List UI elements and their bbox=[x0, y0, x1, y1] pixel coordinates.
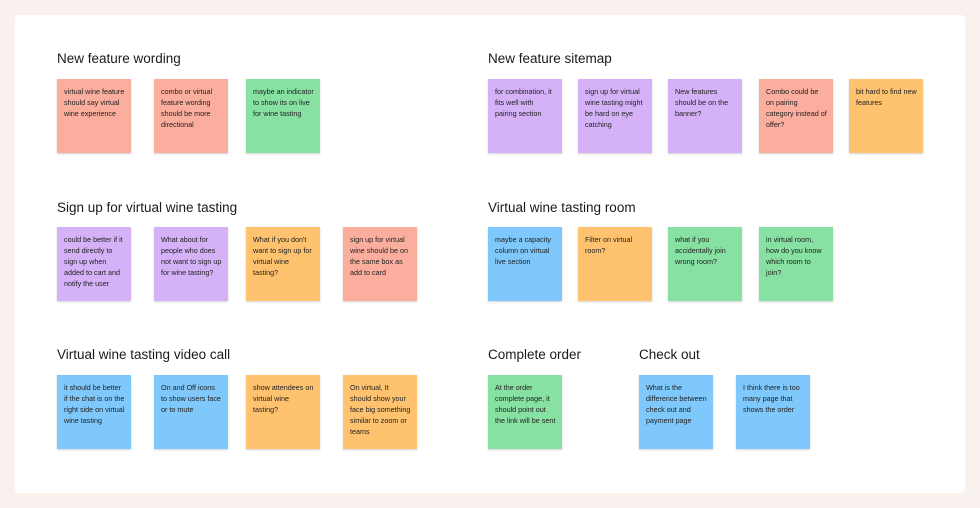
sticky-note[interactable]: show attendees on virtual wine tasting? bbox=[246, 375, 320, 449]
sticky-note[interactable]: sign up for virtual wine tasting might b… bbox=[578, 79, 652, 153]
group-title-new-feature-wording: New feature wording bbox=[57, 51, 181, 66]
sticky-note[interactable]: for combination, it fits well with pairi… bbox=[488, 79, 562, 153]
sticky-note[interactable]: New features should be on the banner? bbox=[668, 79, 742, 153]
sticky-note[interactable]: in virtual room, how do you know which r… bbox=[759, 227, 833, 301]
group-title-sign-up: Sign up for virtual wine tasting bbox=[57, 200, 238, 215]
sticky-note[interactable]: could be better if it send directly to s… bbox=[57, 227, 131, 301]
sticky-note[interactable]: Filter on virtual room? bbox=[578, 227, 652, 301]
sticky-note[interactable]: What if you don't want to sign up for vi… bbox=[246, 227, 320, 301]
sticky-note[interactable]: bit hard to find new features bbox=[849, 79, 923, 153]
group-title-check-out: Check out bbox=[639, 347, 700, 362]
group-title-video-call: Virtual wine tasting video call bbox=[57, 347, 231, 362]
group-title-tasting-room: Virtual wine tasting room bbox=[488, 200, 636, 215]
sticky-note[interactable]: it should be better if the chat is on th… bbox=[57, 375, 131, 449]
sticky-note[interactable]: Combo could be on pairing category inste… bbox=[759, 79, 833, 153]
sticky-note[interactable]: What is the difference between check out… bbox=[639, 375, 713, 449]
sticky-note[interactable]: combo or virtual feature wording should … bbox=[154, 79, 228, 153]
sticky-note[interactable]: On and Off icons to show users face or t… bbox=[154, 375, 228, 449]
whiteboard: New feature wording virtual wine feature… bbox=[15, 15, 965, 493]
group-title-new-feature-sitemap: New feature sitemap bbox=[488, 51, 612, 66]
sticky-note[interactable]: virtual wine feature should say virtual … bbox=[57, 79, 131, 153]
sticky-note[interactable]: I think there is too many page that show… bbox=[736, 375, 810, 449]
sticky-note[interactable]: What about for people who does not want … bbox=[154, 227, 228, 301]
sticky-note[interactable]: On virtual, It should show your face big… bbox=[343, 375, 417, 449]
sticky-note[interactable]: maybe an indicator to show its on live f… bbox=[246, 79, 320, 153]
group-title-complete-order: Complete order bbox=[488, 347, 582, 362]
sticky-note[interactable]: sign up for virtual wine should be on th… bbox=[343, 227, 417, 301]
sticky-note[interactable]: what if you accidentally join wrong room… bbox=[668, 227, 742, 301]
sticky-note[interactable]: At the order complete page, it should po… bbox=[488, 375, 562, 449]
sticky-note[interactable]: maybe a capacity column on virtual live … bbox=[488, 227, 562, 301]
